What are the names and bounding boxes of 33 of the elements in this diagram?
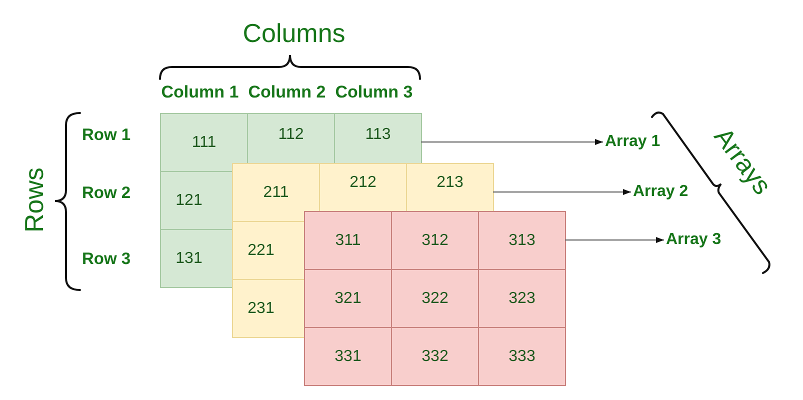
grid-cell: 111	[160, 113, 248, 172]
grid-cell: 313	[478, 211, 566, 270]
grid-cell: 321	[304, 269, 392, 328]
grid-cell: 231	[232, 279, 304, 338]
grid-cell: 323	[478, 269, 566, 328]
grid-cell: 311	[304, 211, 392, 270]
array-label: Array 3	[666, 232, 722, 248]
grid-cell: 312	[391, 211, 479, 270]
column-header: Column 2	[248, 84, 326, 100]
grid-cell: 213	[406, 163, 494, 211]
grid-cell: 332	[391, 327, 479, 386]
row-label: Row 3	[82, 250, 131, 268]
grid-cell: 333	[478, 327, 566, 386]
grid-cell: 113	[334, 113, 422, 163]
grid-cell: 121	[160, 171, 232, 230]
arrow	[421, 139, 603, 145]
row-label: Row 2	[82, 184, 131, 202]
array-label: Array 1	[605, 134, 660, 150]
grid-cell: 331	[304, 327, 392, 386]
grid-cell: 211	[232, 163, 320, 222]
axis-title: Columns	[242, 20, 346, 46]
row-label: Row 1	[82, 126, 131, 144]
arrow	[565, 237, 664, 243]
grid-cell: 221	[232, 221, 304, 280]
column-header: Column 3	[335, 84, 413, 100]
column-header: Column 1	[161, 84, 239, 100]
grid-cell: 212	[319, 163, 407, 211]
array-label: Array 2	[633, 184, 688, 200]
arrow	[493, 189, 631, 195]
grid-cell: 112	[247, 113, 335, 163]
axis-title: Rows	[21, 168, 47, 232]
grid-cell: 131	[160, 229, 232, 288]
grid-cell: 322	[391, 269, 479, 328]
